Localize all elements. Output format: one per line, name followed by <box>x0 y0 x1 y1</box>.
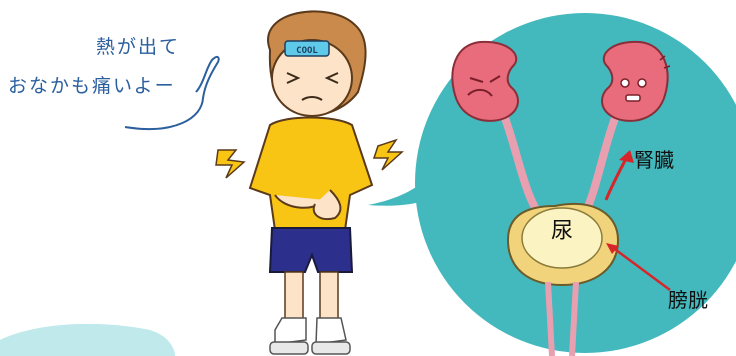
bladder-label: 膀胱 <box>668 290 708 310</box>
kidney-left <box>452 42 518 121</box>
speech-line-1: 熱が出て <box>96 38 180 57</box>
lightning-right-icon <box>374 140 402 170</box>
urine-label: 尿 <box>544 221 580 243</box>
corner-decoration <box>0 324 175 356</box>
lightning-left-icon <box>216 150 244 178</box>
cooling-pad-label: COOL <box>289 47 325 56</box>
kidney-label: 腎臓 <box>634 150 674 170</box>
speech-line-2: おなかも痛いよー <box>8 77 176 96</box>
boy-character <box>250 11 372 354</box>
